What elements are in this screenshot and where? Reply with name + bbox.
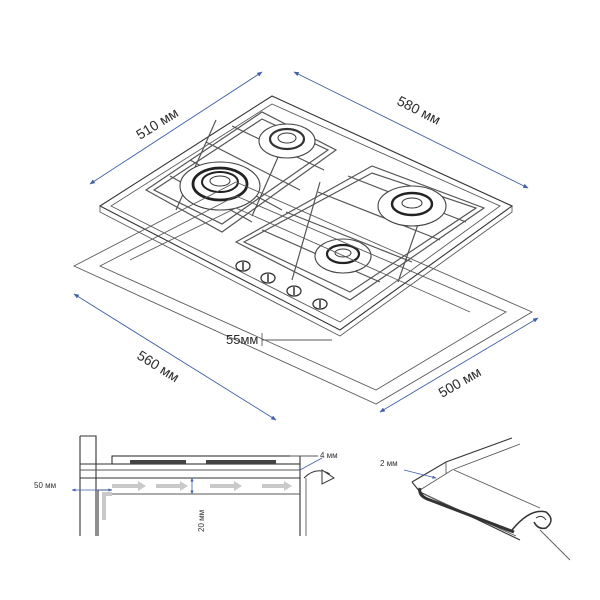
burner-rear-right	[377, 185, 447, 227]
dimension-560-label: 560 мм	[134, 347, 182, 385]
dimension-580-label: 580 мм	[395, 92, 444, 127]
dimension-500: 500 мм	[379, 317, 539, 413]
dimension-2-label: 2 мм	[380, 459, 398, 468]
burner-rear-left	[258, 123, 316, 159]
control-knobs	[235, 260, 328, 310]
knob-3	[286, 285, 302, 297]
dimension-510-label: 510 мм	[133, 104, 181, 142]
airflow-arrows	[102, 481, 292, 520]
dimension-560: 560 мм	[73, 293, 277, 421]
hob-top-view	[98, 95, 514, 337]
dimension-4-label: 4 мм	[320, 451, 338, 460]
burner-wok	[179, 161, 261, 211]
seal-detail: 2 мм	[380, 437, 571, 561]
dimension-55-label: 55мм	[226, 332, 258, 347]
hob-plate-edge	[99, 206, 513, 337]
knob-1	[235, 260, 251, 272]
dimension-500-label: 500 мм	[436, 363, 484, 400]
dimension-20-label: 20 мм	[197, 510, 206, 532]
section-view: 50 мм 20 мм 4 мм	[34, 435, 338, 536]
knob-4	[312, 298, 328, 310]
dimension-50-label: 50 мм	[34, 481, 56, 490]
knob-2	[260, 272, 276, 284]
